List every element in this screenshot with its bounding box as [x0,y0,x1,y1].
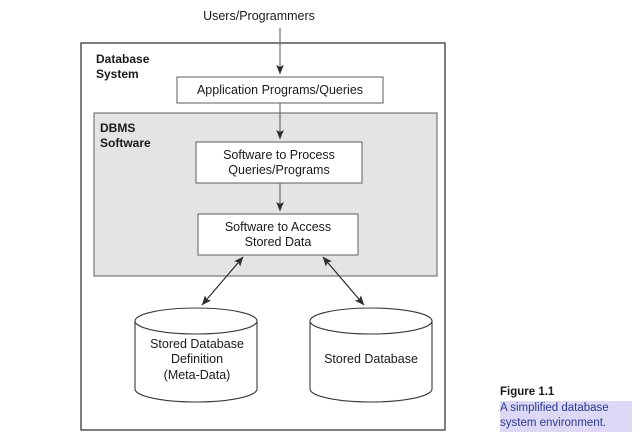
arrow-access-to-stored-database [322,256,365,306]
stored-database-cylinder [309,307,433,403]
stored-database-label: Stored Database [324,352,418,366]
software-to-access-box [197,213,359,256]
figure-caption-title: Figure 1.1 [500,386,555,398]
dbms-software-label: DBMS Software [100,121,151,150]
stored-database-definition-label: Stored Database Definition (Meta-Data) [150,337,244,382]
software-to-access-label: Software to Access Stored Data [224,220,332,250]
application-programs-queries-label: Application Programs/Queries [196,83,364,97]
arrow-access-to-meta-data [201,256,244,306]
software-to-process-label: Software to Process Queries/Programs [223,148,335,178]
figure-caption: Figure 1.1 A simplified database system … [500,385,632,432]
figure-caption-body: A simplified database system environment… [500,400,632,432]
software-to-process-box [195,141,363,184]
stored-database-definition-cylinder [134,307,258,403]
users-programmers-label: Users/Programmers [203,9,315,23]
database-system-label: Database System [96,52,150,81]
